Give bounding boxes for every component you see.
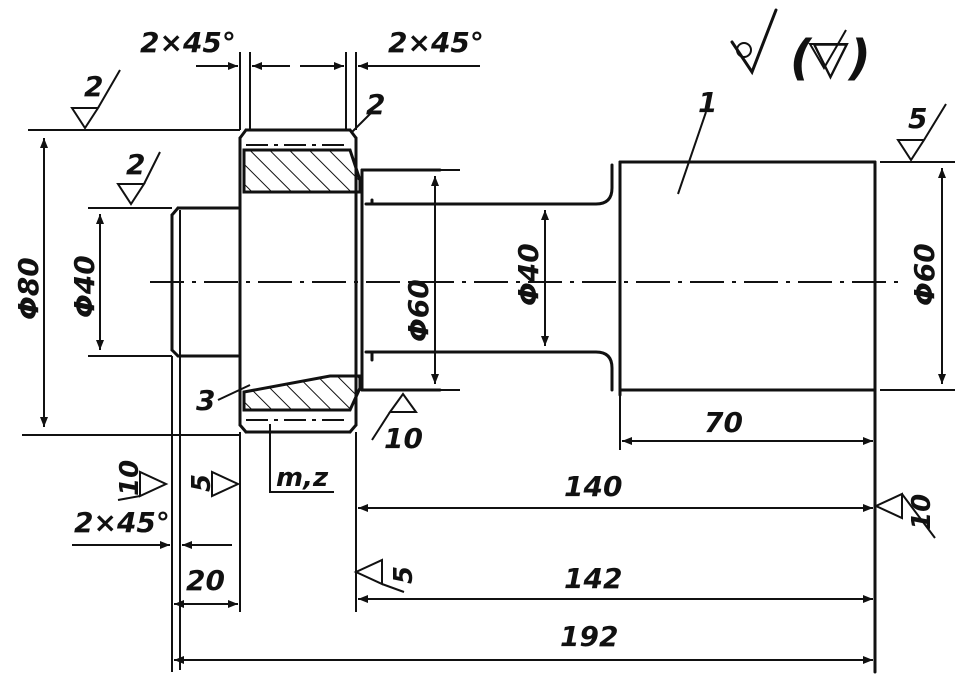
hatch-bottom bbox=[242, 374, 362, 412]
length-20: 20 bbox=[186, 564, 225, 597]
roughness-gear-od: 2 bbox=[84, 70, 103, 103]
roughness-right-end: 5 bbox=[908, 102, 927, 135]
roughness-left-face-b: 5 bbox=[187, 474, 217, 492]
bore-hub-outline bbox=[170, 206, 240, 670]
roughness-shoulder-140: 10 bbox=[907, 494, 937, 530]
roughness-shoulder-142: 5 bbox=[389, 566, 419, 584]
roughness-symbols bbox=[70, 8, 947, 593]
gear-rim-outline bbox=[238, 128, 362, 434]
length-142: 142 bbox=[564, 562, 622, 595]
extension-lines bbox=[22, 52, 955, 672]
chamfer-label-left: 2×45° bbox=[140, 26, 236, 59]
length-140: 140 bbox=[564, 470, 622, 503]
diameter-gear-outer: Φ80 bbox=[12, 257, 45, 320]
hatch-top bbox=[242, 148, 362, 194]
length-192: 192 bbox=[560, 620, 618, 653]
chamfer-label-right: 2×45° bbox=[388, 26, 484, 59]
callout-item-2: 2 bbox=[366, 88, 385, 121]
roughness-gear-face: 10 bbox=[384, 422, 423, 455]
callout-item-3: 3 bbox=[196, 384, 215, 417]
dimension-lines bbox=[40, 62, 946, 664]
leader-lines bbox=[217, 111, 707, 493]
length-70: 70 bbox=[704, 406, 743, 439]
chamfer-label-bore: 2×45° bbox=[74, 506, 170, 539]
roughness-left-face-a: 10 bbox=[115, 460, 145, 496]
diameter-journal: Φ60 bbox=[908, 243, 941, 306]
shaft-outline bbox=[360, 160, 877, 674]
diameter-hub: Φ60 bbox=[402, 279, 435, 342]
callout-item-1: 1 bbox=[698, 86, 717, 119]
callout-gear-params: m,z bbox=[276, 463, 329, 493]
diameter-bore: Φ40 bbox=[68, 255, 101, 318]
roughness-bore-left: 2 bbox=[126, 148, 145, 181]
diameter-neck: Φ40 bbox=[512, 243, 545, 306]
roughness-symbol-label: (▽) bbox=[790, 30, 871, 86]
